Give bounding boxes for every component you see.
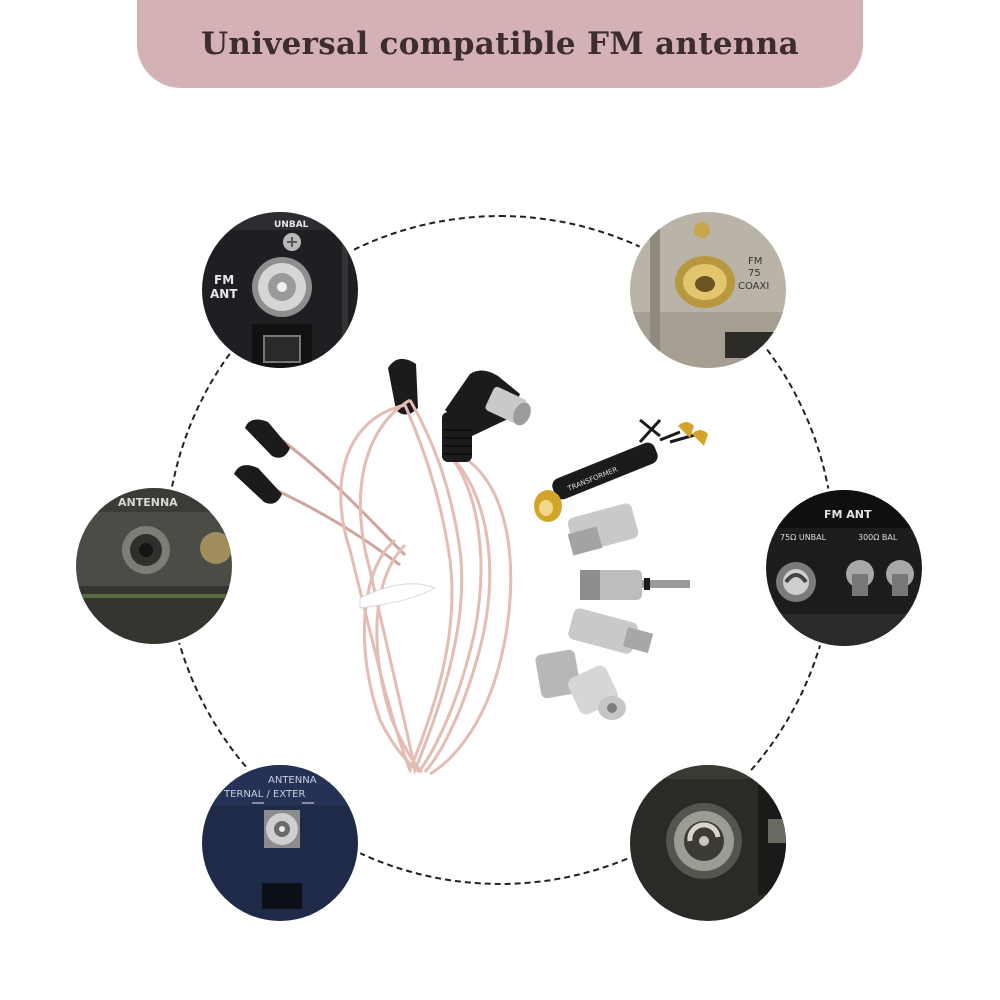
port-label-75-unbal: 75Ω UNBAL <box>780 533 827 542</box>
coax-socket-icon <box>630 765 786 921</box>
banner-title: Universal compatible FM antenna <box>201 26 799 62</box>
port-photo-f-connector: ANTENNA TERNAL / EXTER <box>202 765 358 921</box>
port-label-fm: FM <box>214 273 234 287</box>
port-photo-antenna-jack: ANTENNA <box>76 488 232 644</box>
f-connector-icon: ANTENNA TERNAL / EXTER <box>202 765 358 921</box>
fm-antenna-product: TRANSFORMER <box>220 340 720 800</box>
port-label-300-bal: 300Ω BAL <box>858 533 898 542</box>
title-banner: Universal compatible FM antenna <box>137 0 863 88</box>
port-photo-coax-socket <box>630 765 786 921</box>
port-label-ternal: TERNAL / EXTER <box>223 789 305 800</box>
black-hook-clip <box>234 358 418 504</box>
pink-antenna-cable <box>339 398 513 776</box>
right-angle-plug <box>442 370 531 462</box>
port-label-antenna: ANTENNA <box>118 496 178 509</box>
port-label-fm-ant: FM ANT <box>824 508 872 521</box>
fm-ant-terminals-icon: FM ANT 75Ω UNBAL 300Ω BAL <box>766 490 922 646</box>
port-label-ext-antenna: ANTENNA <box>268 775 317 786</box>
antenna-jack-icon: ANTENNA <box>76 488 232 644</box>
port-label-f: FM <box>748 256 762 267</box>
fm-antenna-kit-icon: TRANSFORMER <box>234 358 708 776</box>
port-label-75: 75 <box>748 268 761 279</box>
port-label-ant: ANT <box>210 287 238 301</box>
silver-adapters <box>535 503 690 720</box>
port-label-coax: COAXI <box>738 281 769 292</box>
port-label-unbal: UNBAL <box>274 220 309 230</box>
port-photo-fm-ant-terminals: FM ANT 75Ω UNBAL 300Ω BAL <box>766 490 922 646</box>
balun-transformer: TRANSFORMER <box>534 418 708 522</box>
